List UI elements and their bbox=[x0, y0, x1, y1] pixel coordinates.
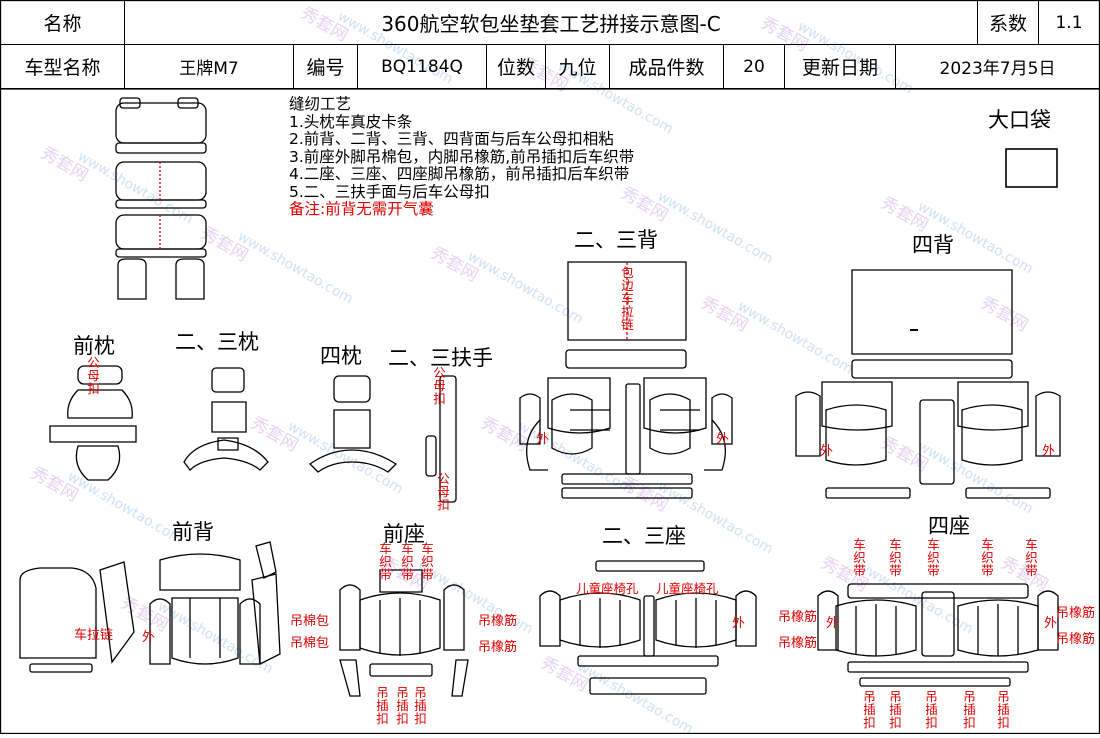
note-outer: 外 bbox=[1044, 616, 1058, 631]
note-cotton-pack: 吊棉包 bbox=[290, 614, 330, 629]
note-snap-armrest-bottom: 公母扣 bbox=[437, 471, 450, 512]
note-outer: 外 bbox=[826, 616, 840, 631]
label-seat-front: 前座 bbox=[383, 522, 425, 546]
note-hang-buckle: 吊插扣 bbox=[396, 685, 409, 726]
note-child-seat-hole: 儿童座椅孔 bbox=[656, 581, 719, 596]
note-outer: 外 bbox=[536, 432, 550, 447]
note-elastic: 吊橡筋 bbox=[478, 640, 518, 655]
back-23-pieces bbox=[519, 261, 733, 499]
note-sew-strap: 车织带 bbox=[889, 537, 902, 578]
note-child-seat-hole: 儿童座椅孔 bbox=[576, 581, 639, 596]
note-elastic: 吊橡筋 bbox=[778, 610, 818, 625]
pillow-4-pieces bbox=[308, 375, 398, 473]
note-hang-buckle: 吊插扣 bbox=[889, 689, 902, 730]
label-seat-4: 四座 bbox=[928, 514, 970, 538]
big-pocket-piece bbox=[1005, 148, 1058, 188]
note-sew-strap: 车织带 bbox=[853, 537, 866, 578]
back-4-pieces bbox=[795, 269, 1061, 499]
seat-23-pieces bbox=[539, 560, 757, 695]
note-hang-buckle: 吊插扣 bbox=[925, 689, 938, 730]
note-elastic: 吊橡筋 bbox=[1056, 632, 1096, 647]
back-front-pieces bbox=[19, 541, 281, 673]
note-elastic: 吊橡筋 bbox=[778, 636, 818, 651]
note-sew-zip: 车拉链 bbox=[74, 628, 114, 643]
label-back-front: 前背 bbox=[172, 520, 214, 544]
note-outer: 外 bbox=[716, 432, 730, 447]
label-big-pocket: 大口袋 bbox=[988, 108, 1051, 132]
note-sew-strap: 车织带 bbox=[927, 537, 940, 578]
process-step: 4.二座、三座、四座脚吊橡筋，前吊插扣后车织带 bbox=[289, 165, 630, 183]
note-hang-buckle: 吊插扣 bbox=[376, 685, 389, 726]
note-cotton-pack: 吊棉包 bbox=[290, 636, 330, 651]
process-step: 1.头枕车真皮卡条 bbox=[289, 112, 413, 131]
process-step: 3.前座外脚吊棉包，内脚吊橡筋,前吊插扣后车织带 bbox=[289, 147, 635, 166]
front-pillow-pieces bbox=[49, 365, 137, 481]
process-notes: 缝纫工艺 1.头枕车真皮卡条 2.前背、二背、三背、四背面与后车公母扣相粘 3.… bbox=[289, 95, 635, 219]
note-hang-buckle: 吊插扣 bbox=[863, 689, 876, 730]
seat-4-pieces bbox=[817, 583, 1059, 687]
armrest-pieces bbox=[425, 375, 457, 503]
note-sew-strap: 车织带 bbox=[401, 541, 414, 582]
label-pillow-4: 四枕 bbox=[320, 344, 362, 368]
label-armrest-23: 二、三扶手 bbox=[388, 346, 493, 370]
note-hang-buckle: 吊插扣 bbox=[414, 685, 427, 726]
label-pillow-23: 二、三枕 bbox=[175, 330, 259, 354]
note-edge-zip: 包边车拉链 bbox=[621, 265, 634, 332]
label-back-4: 四背 bbox=[912, 233, 954, 257]
note-snap-front-pillow: 公母扣 bbox=[87, 355, 100, 396]
process-remark: 备注:前背无需开气囊 bbox=[289, 200, 434, 218]
pillow-23-pieces bbox=[183, 367, 269, 471]
note-hang-buckle: 吊插扣 bbox=[997, 689, 1010, 730]
label-front-pillow: 前枕 bbox=[73, 334, 115, 358]
note-outer: 外 bbox=[1042, 444, 1056, 459]
vehicle-layout-thumbnail bbox=[115, 97, 207, 300]
label-back-23: 二、三背 bbox=[574, 228, 658, 252]
note-elastic: 吊橡筋 bbox=[1056, 606, 1096, 621]
note-sew-strap: 车织带 bbox=[981, 537, 994, 578]
process-step: 2.前背、二背、三背、四背面与后车公母扣相粘 bbox=[289, 130, 614, 148]
label-seat-23: 二、三座 bbox=[602, 524, 686, 548]
note-snap-armrest-top: 公母扣 bbox=[433, 365, 446, 406]
note-outer: 外 bbox=[732, 616, 746, 631]
seat-front-pieces bbox=[339, 569, 469, 697]
note-sew-strap: 车织带 bbox=[421, 541, 434, 582]
process-heading: 缝纫工艺 bbox=[289, 95, 352, 113]
note-elastic: 吊橡筋 bbox=[478, 614, 518, 629]
note-sew-strap: 车织带 bbox=[379, 541, 392, 582]
note-sew-strap: 车织带 bbox=[1025, 537, 1038, 578]
note-hang-buckle: 吊插扣 bbox=[963, 689, 976, 730]
note-outer: 外 bbox=[820, 444, 834, 459]
note-outer: 外 bbox=[142, 630, 156, 645]
process-step: 5.二、三扶手面与后车公母扣 bbox=[289, 182, 490, 201]
